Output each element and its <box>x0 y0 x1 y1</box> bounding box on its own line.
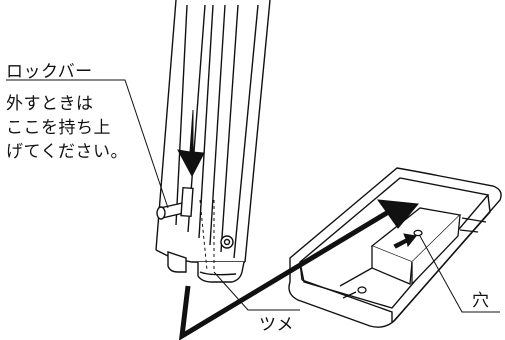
leader-lines <box>6 79 500 313</box>
lock-bar-instruction: 外すときは ここを持ち上 げてください。 <box>6 92 128 164</box>
tab-label: ツメ <box>259 315 294 335</box>
down-arrow <box>177 109 205 178</box>
screw-head <box>220 235 234 249</box>
movement-arrow <box>179 199 419 340</box>
hole-arrow <box>393 233 417 249</box>
instruction-line-1: 外すときは <box>6 94 94 114</box>
lock-bar <box>156 186 194 220</box>
hole-label: 穴 <box>472 291 490 311</box>
leg-foot <box>167 251 245 283</box>
instruction-line-3: げてください。 <box>6 142 128 162</box>
leg-post <box>155 0 271 263</box>
lock-bar-label: ロックバー <box>6 62 93 82</box>
tray-insert <box>339 207 487 299</box>
instruction-line-2: ここを持ち上 <box>6 118 111 138</box>
